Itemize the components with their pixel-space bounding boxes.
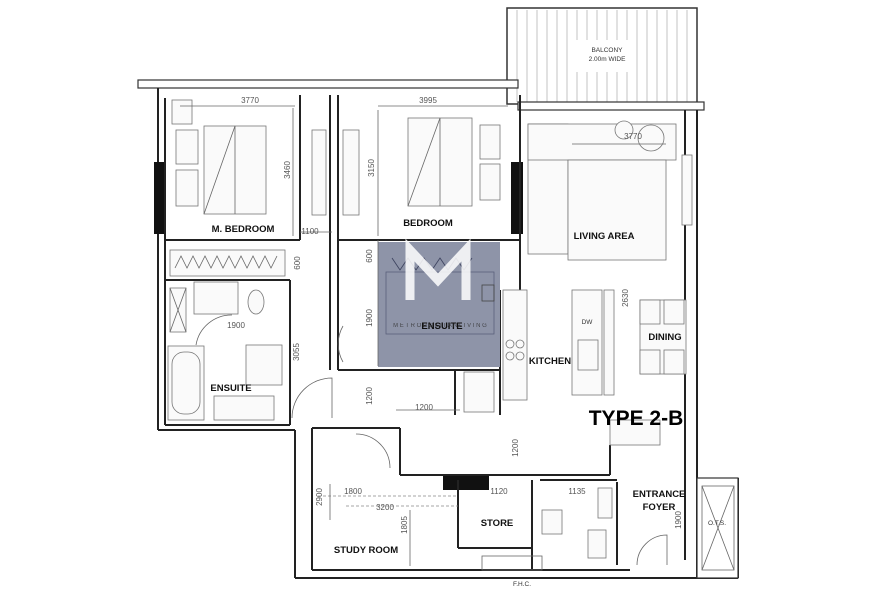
dim-3200: 3200 xyxy=(376,503,394,512)
window-bar-left xyxy=(154,162,166,234)
dining-label: DINING xyxy=(648,332,681,343)
store-label: STORE xyxy=(481,518,514,529)
study-room-label: STUDY ROOM xyxy=(334,545,398,556)
dim-bed-width: 3995 xyxy=(419,96,437,105)
foyer-label: FOYER xyxy=(643,502,676,513)
dim-2630: 2630 xyxy=(621,289,630,307)
kitchen-label: KITCHEN xyxy=(529,356,571,367)
dim-bed-height: 3150 xyxy=(367,159,376,177)
dimension-lines xyxy=(180,105,666,566)
dim-1135: 1135 xyxy=(568,487,586,496)
dim-living-width: 3770 xyxy=(624,132,642,141)
dishwasher-label: DW xyxy=(582,319,594,326)
dim-mbed-width: 3770 xyxy=(241,96,259,105)
plan-title: TYPE 2-B xyxy=(589,407,684,430)
dim-1120: 1120 xyxy=(490,487,508,496)
dim-1805: 1805 xyxy=(400,516,409,534)
dim-2900: 2900 xyxy=(315,488,324,506)
bedroom-label: BEDROOM xyxy=(403,218,453,229)
dim-600-b: 600 xyxy=(365,249,374,263)
logo-mark xyxy=(405,238,471,300)
window-bar-bottom xyxy=(443,476,489,490)
furniture xyxy=(167,99,735,571)
window-bar-middle xyxy=(511,162,523,234)
fhc-label: F.H.C. xyxy=(513,581,531,588)
dim-1200-c: 1200 xyxy=(511,439,520,457)
highlighted-ensuite xyxy=(378,238,500,367)
dim-mbed-height: 3460 xyxy=(283,161,292,179)
living-area-label: LIVING AREA xyxy=(574,231,635,242)
dim-1800: 1800 xyxy=(344,487,362,496)
balcony xyxy=(506,7,698,105)
entrance-label: ENTRANCE xyxy=(633,489,686,500)
ensuite-highlighted-label: ENSUITE xyxy=(421,321,462,332)
dim-3055: 3055 xyxy=(292,343,301,361)
master-bedroom-label: M. BEDROOM xyxy=(212,224,275,235)
balcony-label: BALCONY xyxy=(591,47,623,54)
dim-1900-b: 1900 xyxy=(365,309,374,327)
dim-1200-b: 1200 xyxy=(415,403,433,412)
watermark-text: M E T R O P O L I T A N L I V I N G xyxy=(393,323,487,329)
ots-label: O.T.S. xyxy=(708,520,726,527)
dim-1900-a: 1900 xyxy=(227,321,245,330)
balcony-width-label: 2.00m WIDE xyxy=(589,56,627,63)
dim-600-a: 600 xyxy=(293,256,302,270)
dim-1200-a: 1200 xyxy=(365,387,374,405)
ensuite-master-label: ENSUITE xyxy=(210,383,251,394)
dim-1900-c: 1900 xyxy=(674,511,683,529)
dim-1100: 1100 xyxy=(301,227,319,236)
